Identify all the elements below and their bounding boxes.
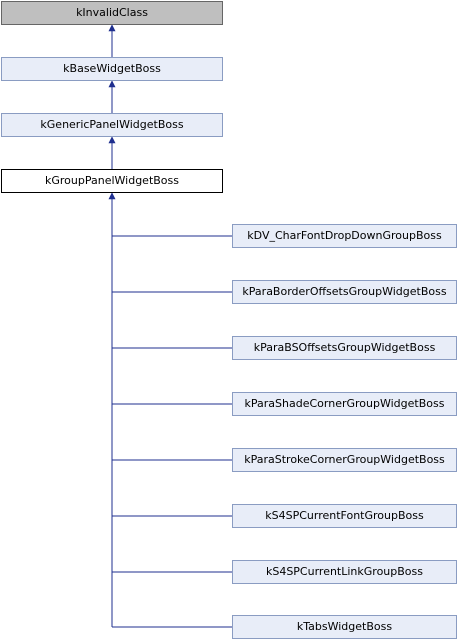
class-node-generic-panel-widget-boss[interactable]: kGenericPanelWidgetBoss: [1, 113, 223, 137]
class-node-base-widget-boss[interactable]: kBaseWidgetBoss: [1, 57, 223, 81]
class-node-child[interactable]: kParaShadeCornerGroupWidgetBoss: [232, 392, 457, 416]
class-node-child[interactable]: kParaStrokeCornerGroupWidgetBoss: [232, 448, 457, 472]
class-node-child[interactable]: kParaBSOffsetsGroupWidgetBoss: [232, 336, 457, 360]
class-node-group-panel-widget-boss: kGroupPanelWidgetBoss: [1, 169, 223, 193]
class-node-invalid-class[interactable]: kInvalidClass: [1, 1, 223, 25]
class-node-child[interactable]: kS4SPCurrentLinkGroupBoss: [232, 560, 457, 584]
class-node-child[interactable]: kDV_CharFontDropDownGroupBoss: [232, 224, 457, 248]
class-node-child[interactable]: kS4SPCurrentFontGroupBoss: [232, 504, 457, 528]
class-node-child[interactable]: kTabsWidgetBoss: [232, 615, 457, 639]
class-node-child[interactable]: kParaBorderOffsetsGroupWidgetBoss: [232, 280, 457, 304]
